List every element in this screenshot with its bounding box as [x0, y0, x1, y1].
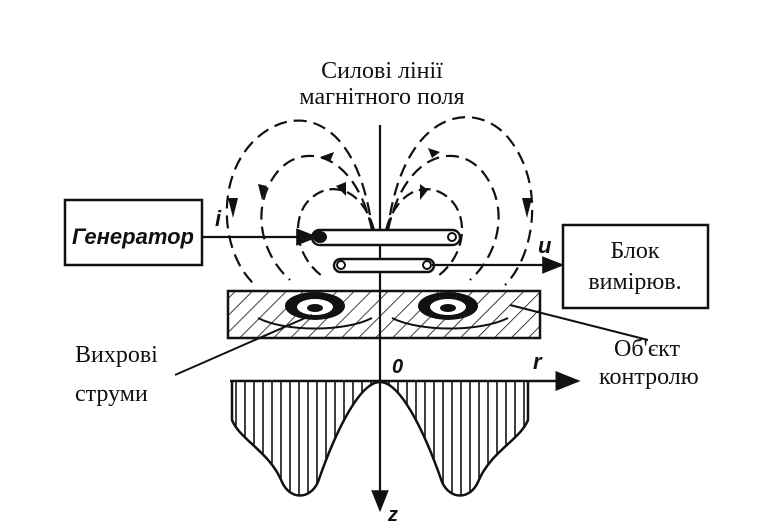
measuring-coil-end [336, 260, 346, 270]
field-direction-arrows [228, 148, 532, 218]
eddy-currents-right [391, 292, 509, 330]
title-line-1: Силові лінії [321, 58, 443, 84]
field-lines-right [384, 116, 534, 286]
measuring-block-line-2: вимірюв. [588, 269, 681, 295]
origin-label: 0 [392, 356, 403, 378]
voltage-label: u [538, 233, 552, 258]
object-label-line-2: контролю [599, 364, 699, 390]
measuring-coil-terminal [422, 260, 432, 270]
measuring-block-box [561, 223, 710, 310]
eddy-currents-left [257, 292, 373, 330]
generator-label: Генератор [72, 224, 194, 249]
title-line-2: магнітного поля [299, 84, 464, 110]
measuring-block-line-1: Блок [610, 238, 659, 264]
generator-box [63, 198, 204, 267]
eddy-leader-line [174, 314, 313, 376]
excitation-coil [310, 228, 462, 247]
z-axis-label: z [387, 504, 398, 525]
excitation-coil-end [447, 232, 457, 242]
field-lines-left [225, 119, 376, 286]
object-label-line-1: Об'єкт [614, 336, 681, 362]
test-object-plate [226, 289, 542, 340]
r-axis-label: r [533, 349, 543, 374]
object-leader-line [509, 304, 649, 341]
eddy-label-line-2: струми [75, 381, 148, 407]
current-label: i [215, 206, 222, 231]
excitation-coil-terminal [313, 231, 327, 243]
eddy-label-line-1: Вихрові [75, 342, 158, 368]
measuring-coil [332, 257, 436, 274]
